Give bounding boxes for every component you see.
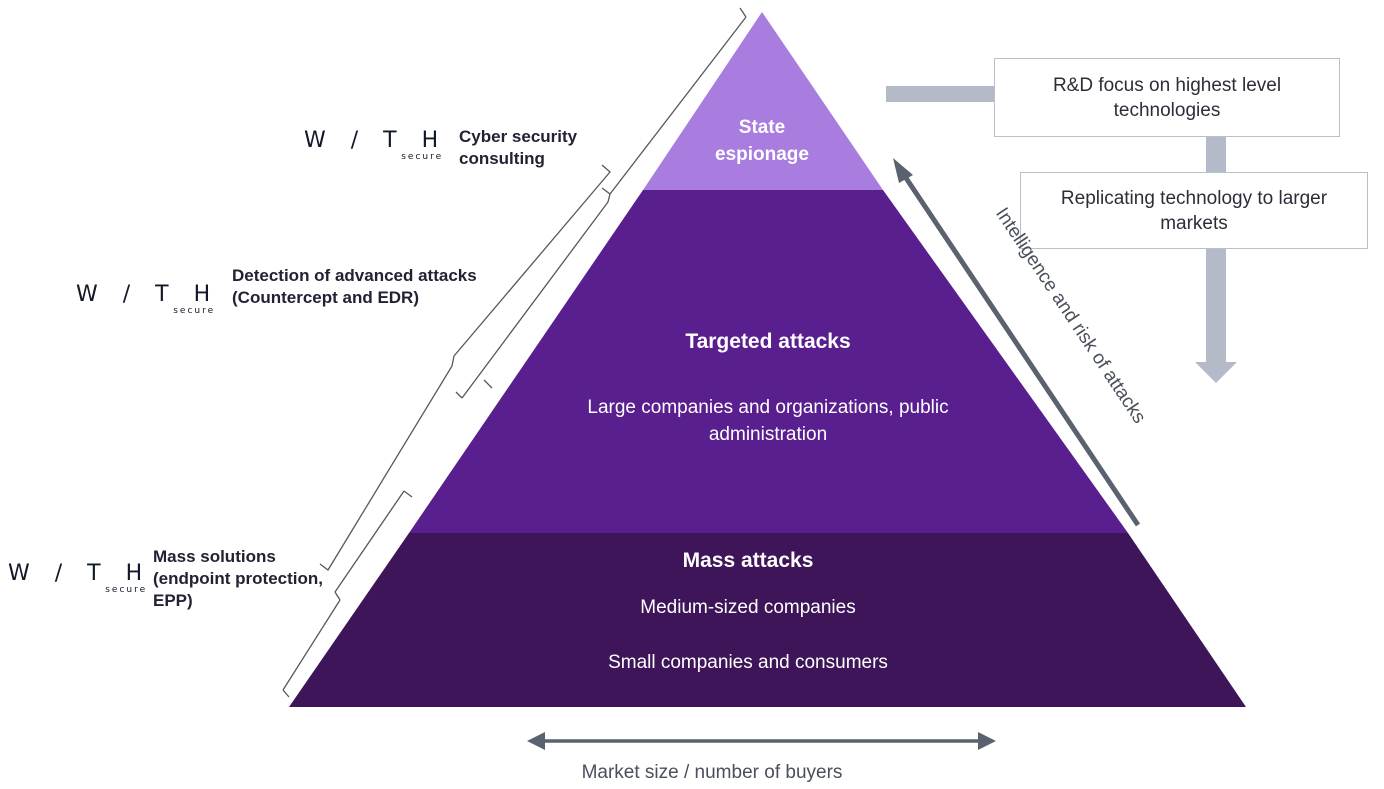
- withsecure-logo-2: W / T H secure: [76, 282, 220, 317]
- bracket-middle: [319, 164, 611, 571]
- logo-mark: W / T H: [76, 282, 220, 307]
- logo-mark: W / T H: [304, 128, 448, 153]
- logo-sub: secure: [173, 306, 216, 316]
- replication-box: Replicating technology to larger markets: [1020, 172, 1368, 249]
- bracket-bottom: [282, 490, 413, 698]
- segment-label-detection: Detection of advanced attacks (Counterce…: [232, 266, 477, 307]
- replication-text: Replicating technology to larger markets: [1060, 187, 1328, 234]
- bracket-top: [455, 7, 747, 399]
- segment-label-consulting: Cyber security consulting: [459, 127, 578, 168]
- bracket-lower: [483, 379, 493, 389]
- tier-bottom-shape: [289, 533, 1246, 707]
- rd-focus-text: R&D focus on highest level technologies: [1052, 74, 1282, 121]
- withsecure-logo-1: W / T H secure: [304, 128, 448, 163]
- market-axis-left-head: [527, 732, 545, 750]
- tier-middle-text: Large companies and organizations, publi…: [587, 397, 949, 445]
- segment-label-mass-solutions: Mass solutions (endpoint protection, EPP…: [153, 547, 323, 610]
- tier-middle-shape: [409, 190, 1128, 533]
- market-size-label: Market size / number of buyers: [581, 762, 843, 783]
- replication-arrow-head: [1195, 362, 1237, 383]
- tier-bottom-line-1: Medium-sized companies: [640, 597, 856, 618]
- intelligence-arrow-line: [899, 170, 1141, 527]
- intelligence-arrow-head: [893, 158, 913, 183]
- tier-bottom-line-2: Small companies and consumers: [608, 652, 888, 673]
- tier-bottom-title: Mass attacks: [682, 549, 814, 572]
- logo-mark: W / T H: [8, 561, 152, 586]
- rd-focus-box: R&D focus on highest level technologies: [994, 58, 1340, 137]
- logo-sub: secure: [401, 152, 444, 162]
- withsecure-logo-3: W / T H secure: [8, 561, 152, 596]
- logo-sub: secure: [105, 585, 148, 595]
- tier-middle-title: Targeted attacks: [685, 330, 851, 353]
- tier-top-shape: [643, 12, 883, 190]
- tier-top-title: State espionage: [715, 117, 809, 165]
- market-axis-right-head: [978, 732, 996, 750]
